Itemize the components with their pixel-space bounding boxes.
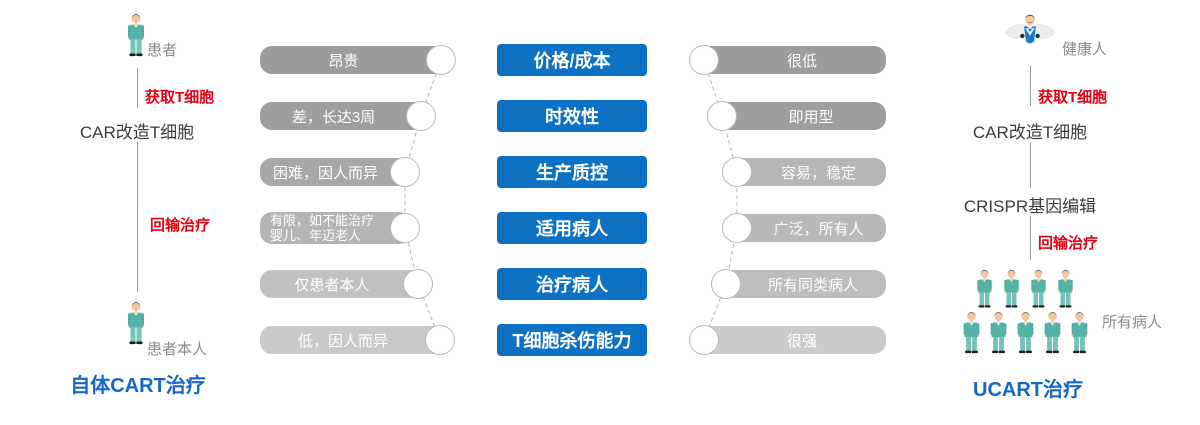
attribute-chip: 时效性 — [497, 100, 647, 132]
left-value-bar: 差，长达3周 — [260, 102, 427, 130]
right-value-label: 很低 — [786, 52, 817, 70]
node-crispr-edit: CRISPR基因编辑 — [963, 197, 1097, 216]
rating-knob — [425, 325, 455, 355]
attribute-chip: 价格/成本 — [497, 44, 647, 76]
step-reinfuse-right: 回输治疗 — [1038, 235, 1099, 252]
rating-knob — [689, 325, 719, 355]
patient-label: 患者 — [147, 42, 178, 59]
right-value-label: 很强 — [786, 332, 817, 350]
left-value-label: 昂贵 — [328, 52, 359, 70]
left-value-label: 差，长达3周 — [291, 108, 376, 126]
flow-line — [1030, 142, 1031, 188]
all-patients-label: 所有病人 — [1102, 314, 1163, 331]
node-car-tcell-right: CAR改造T细胞 — [972, 123, 1088, 142]
step-reinfuse-left: 回输治疗 — [150, 217, 211, 234]
step-get-tcell-left: 获取T细胞 — [145, 89, 215, 106]
left-value-bar: 低，因人而异 — [260, 326, 446, 354]
node-car-tcell-left: CAR改造T细胞 — [79, 123, 195, 142]
right-footer-title: UCART治疗 — [973, 379, 1083, 401]
right-value-bar: 所有同类病人 — [720, 270, 886, 298]
patient-crowd-icon — [958, 266, 1108, 366]
patient-self-label: 患者本人 — [147, 341, 208, 358]
rating-knob — [711, 269, 741, 299]
left-value-label: 困难，因人而异 — [272, 164, 378, 182]
left-value-label: 低，因人而异 — [297, 332, 388, 350]
patient-icon — [122, 12, 150, 60]
left-value-label: 仅患者本人 — [294, 276, 370, 294]
healthy-person-icon — [1005, 14, 1055, 44]
rating-knob — [403, 269, 433, 299]
rating-knob — [722, 157, 752, 187]
rating-knob — [390, 157, 420, 187]
flow-line — [137, 68, 138, 108]
attribute-chip: T细胞杀伤能力 — [497, 324, 647, 356]
flow-line — [137, 142, 138, 292]
left-value-label-line2: 婴儿、年迈老人 — [270, 228, 362, 243]
right-value-label: 即用型 — [788, 108, 834, 126]
right-value-bar: 容易，稳定 — [731, 158, 886, 186]
right-value-bar: 很低 — [698, 46, 886, 74]
right-value-label: 广泛，所有人 — [773, 220, 864, 238]
flow-line — [1030, 66, 1031, 106]
right-value-label: 容易，稳定 — [780, 164, 856, 182]
flow-line — [1030, 216, 1031, 260]
attribute-chip: 治疗病人 — [497, 268, 647, 300]
right-value-bar: 很强 — [698, 326, 886, 354]
rating-knob — [707, 101, 737, 131]
attribute-chip: 适用病人 — [497, 212, 647, 244]
right-value-bar: 即用型 — [716, 102, 886, 130]
rating-knob — [426, 45, 456, 75]
right-value-label: 所有同类病人 — [767, 276, 858, 294]
right-value-bar: 广泛，所有人 — [731, 214, 886, 242]
rating-knob — [722, 213, 752, 243]
left-value-bar: 困难，因人而异 — [260, 158, 411, 186]
patient-self-icon — [122, 300, 150, 348]
left-value-bar: 有限，如不能治疗 婴儿、年迈老人 — [260, 212, 411, 244]
rating-knob — [406, 101, 436, 131]
left-footer-title: 自体CART治疗 — [70, 375, 206, 397]
left-value-bar: 仅患者本人 — [260, 270, 424, 298]
step-get-tcell-right: 获取T细胞 — [1038, 89, 1108, 106]
healthy-person-label: 健康人 — [1062, 41, 1108, 58]
rating-knob — [390, 213, 420, 243]
left-value-label-line1: 有限，如不能治疗 — [270, 213, 375, 228]
attribute-chip: 生产质控 — [497, 156, 647, 188]
rating-knob — [689, 45, 719, 75]
left-value-bar: 昂贵 — [260, 46, 447, 74]
